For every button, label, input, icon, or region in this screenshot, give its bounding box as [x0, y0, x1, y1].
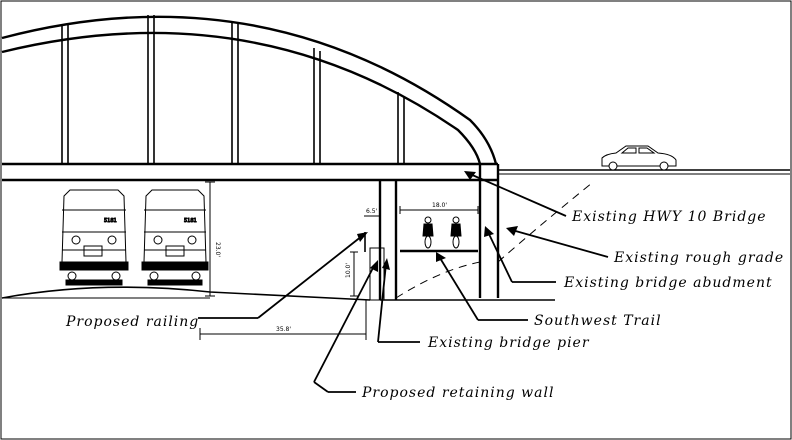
label-rough-grade: Existing rough grade — [613, 250, 784, 266]
railing-offset-dim: 6.5' — [366, 208, 378, 215]
label-proposed-railing: Proposed railing — [65, 314, 199, 330]
dimension-lines — [199, 181, 479, 340]
railcar-1: 5181 — [59, 189, 129, 286]
rail-clearance-dim: 23.0' — [214, 242, 221, 257]
callout-leaders — [198, 171, 609, 393]
railcar-2: 5181 — [141, 189, 209, 286]
wall-height-dim: 10.0' — [345, 263, 352, 278]
ground-line — [1, 286, 555, 301]
railcar-1-number: 5181 — [104, 218, 117, 224]
railcar-2-number: 5181 — [184, 218, 197, 224]
label-retaining-wall: Proposed retaining wall — [361, 385, 554, 401]
car-icon — [601, 145, 677, 171]
label-southwest-trail: Southwest Trail — [534, 313, 662, 329]
rough-grade-line — [395, 182, 593, 299]
cyclist-icon — [450, 216, 462, 249]
bridge-deck — [2, 162, 790, 182]
trail-width-dim: 18.0' — [432, 202, 447, 209]
bridge-pier — [364, 180, 398, 301]
bridge-arch — [1, 15, 498, 165]
label-hwy-bridge: Existing HWY 10 Bridge — [571, 209, 767, 225]
retaining-wall — [369, 247, 385, 301]
label-bridge-pier: Existing bridge pier — [427, 335, 590, 351]
label-abutment: Existing bridge abudment — [563, 275, 773, 291]
track-offset-dim: 35.8' — [276, 326, 291, 333]
cyclist-icon — [422, 216, 434, 249]
